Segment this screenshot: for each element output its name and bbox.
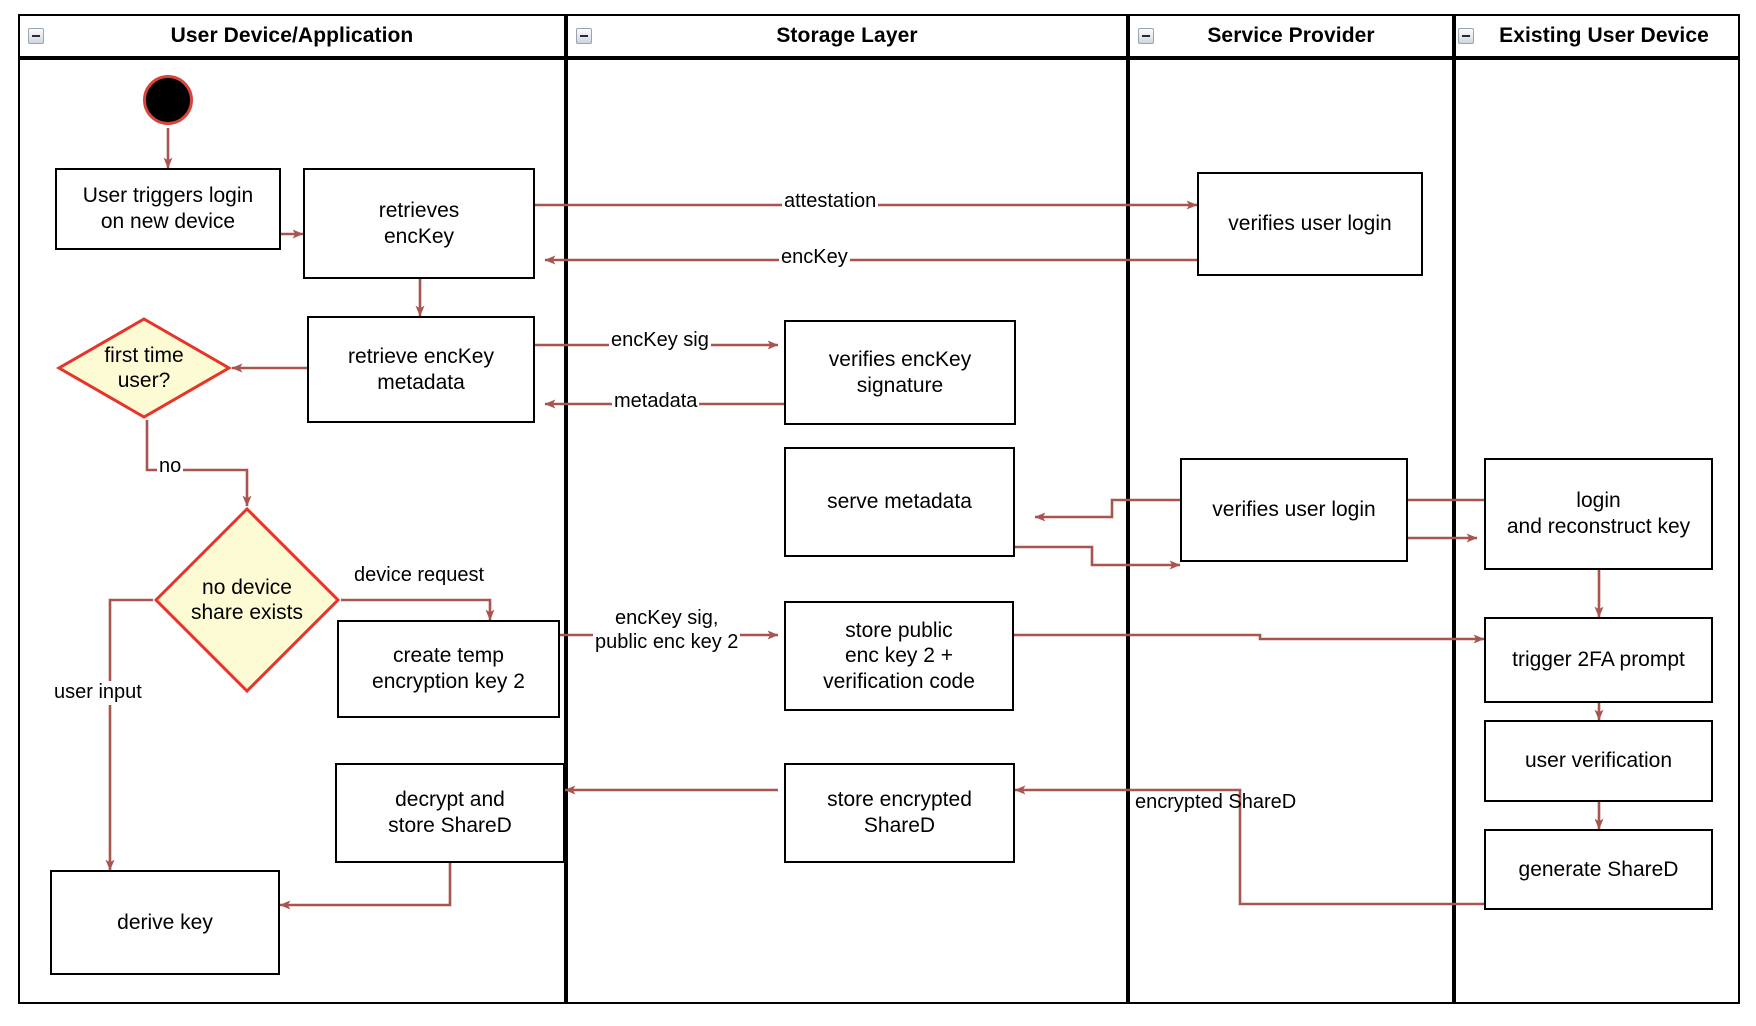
lane-title-existing-user-device: Existing User Device bbox=[1499, 24, 1709, 47]
lane-body-existing-user-device bbox=[1454, 58, 1740, 1004]
initial-node bbox=[143, 75, 193, 125]
node-verifies-user-login-2[interactable]: verifies user login bbox=[1180, 458, 1408, 562]
collapse-minus-icon[interactable] bbox=[1138, 28, 1154, 44]
collapse-minus-icon[interactable] bbox=[576, 28, 592, 44]
node-user-verification[interactable]: user verification bbox=[1484, 720, 1713, 802]
lane-title-storage-layer: Storage Layer bbox=[776, 24, 918, 47]
decision-first-time-user[interactable]: first time user? bbox=[56, 316, 232, 420]
edge-label-no: no bbox=[157, 455, 184, 479]
node-user-triggers-login[interactable]: User triggers login on new device bbox=[55, 168, 281, 250]
node-store-public-enc-key-2[interactable]: store public enc key 2 + verification co… bbox=[784, 601, 1014, 711]
node-retrieve-enckey-metadata[interactable]: retrieve encKey metadata bbox=[307, 316, 535, 423]
edge-label-enckey-sig-public-enc-key-2: encKey sig, public enc key 2 bbox=[593, 607, 741, 655]
lane-header-user-device-application[interactable]: User Device/Application bbox=[18, 14, 566, 58]
decision-no-device-share-exists[interactable]: no device share exists bbox=[153, 506, 341, 694]
lane-body-user-device-application bbox=[18, 58, 566, 1004]
lane-title-service-provider: Service Provider bbox=[1207, 24, 1375, 47]
lane-header-service-provider[interactable]: Service Provider bbox=[1128, 14, 1454, 58]
node-derive-key[interactable]: derive key bbox=[50, 870, 280, 975]
lane-title-user-device-application: User Device/Application bbox=[170, 24, 414, 47]
node-create-temp-encryption-key-2[interactable]: create temp encryption key 2 bbox=[337, 620, 560, 718]
node-verifies-enckey-signature[interactable]: verifies encKey signature bbox=[784, 320, 1016, 425]
edge-label-device-request: device request bbox=[352, 564, 487, 588]
node-store-encrypted-shared[interactable]: store encrypted ShareD bbox=[784, 763, 1015, 863]
edge-label-enckey: encKey bbox=[779, 246, 850, 270]
collapse-minus-icon[interactable] bbox=[28, 28, 44, 44]
edge-label-enckey-sig: encKey sig bbox=[609, 329, 711, 353]
lane-body-service-provider bbox=[1128, 58, 1454, 1004]
edge-label-encrypted-shared: encrypted ShareD bbox=[1135, 791, 1297, 813]
edge-label-user-input: user input bbox=[52, 681, 144, 705]
node-retrieves-enckey[interactable]: retrieves encKey bbox=[303, 168, 535, 279]
node-generate-shared[interactable]: generate ShareD bbox=[1484, 829, 1713, 910]
lane-body-storage-layer bbox=[566, 58, 1128, 1004]
edge-label-attestation: attestation bbox=[782, 190, 879, 214]
node-verifies-user-login-1[interactable]: verifies user login bbox=[1197, 172, 1423, 276]
node-decrypt-and-store-shared[interactable]: decrypt and store ShareD bbox=[335, 763, 565, 863]
node-serve-metadata[interactable]: serve metadata bbox=[784, 447, 1015, 557]
node-login-and-reconstruct-key[interactable]: login and reconstruct key bbox=[1484, 458, 1713, 570]
node-trigger-2fa-prompt[interactable]: trigger 2FA prompt bbox=[1484, 617, 1713, 703]
lane-header-existing-user-device[interactable]: Existing User Device bbox=[1454, 14, 1740, 58]
decision-diamond-shape bbox=[56, 317, 232, 419]
collapse-minus-icon[interactable] bbox=[1458, 28, 1474, 44]
decision-diamond-shape bbox=[153, 506, 341, 694]
edge-label-metadata: metadata bbox=[612, 390, 700, 414]
lane-header-storage-layer[interactable]: Storage Layer bbox=[566, 14, 1128, 58]
